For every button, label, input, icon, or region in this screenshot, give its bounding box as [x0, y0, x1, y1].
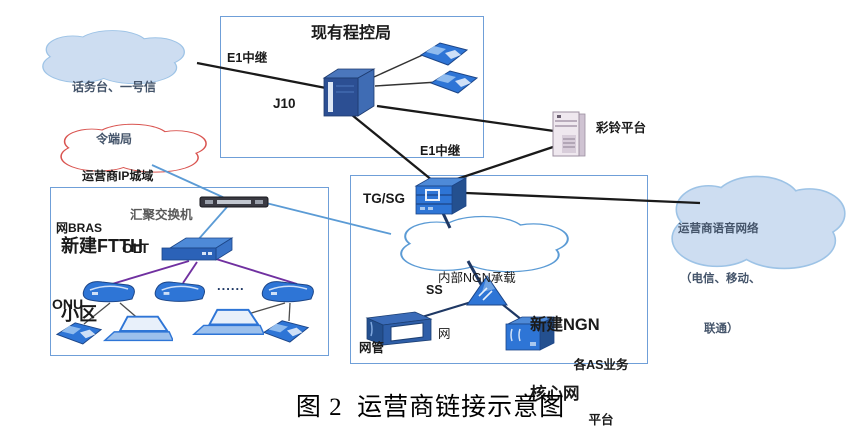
aggregation-switch-icon	[199, 196, 269, 208]
ngn-bearer-cloud	[400, 215, 569, 273]
onu-icon	[82, 281, 135, 303]
link-onu1-to-phone	[83, 302, 111, 325]
ss-softswitch-icon	[466, 275, 508, 306]
link-onu3-to-phone	[288, 302, 291, 322]
subscriber-phone-icon	[55, 322, 103, 345]
operator-console-cloud	[42, 30, 185, 85]
crbt-platform-label: 彩铃平台	[596, 121, 647, 135]
figure-caption: 图 2 运营商链接示意图	[295, 394, 566, 421]
ip-man-bras-cloud-text: 运营商IP城域 网BRAS	[56, 168, 154, 235]
laptop-icon	[191, 308, 264, 335]
link-bras-to-aggswitch	[151, 164, 228, 200]
operator-console-cloud-text: 话务台、一号信 令端局	[71, 79, 156, 146]
link-olt-to-onu2	[182, 261, 198, 284]
onu-icon	[261, 281, 314, 303]
olt-switch-icon	[161, 237, 234, 261]
j10-switch-icon	[322, 68, 376, 117]
ss-label: SS	[426, 283, 443, 297]
onu-icon	[154, 281, 205, 302]
link-j10-to-tgsg-e1	[351, 114, 439, 186]
phone-icon	[429, 70, 479, 94]
phone-icon	[419, 42, 469, 66]
link-j10-to-phone2	[374, 81, 439, 87]
e1-trunk-right-label: E1中继	[420, 144, 461, 158]
ip-man-bras-cloud	[60, 123, 207, 173]
link-olt-to-onu1	[111, 260, 190, 285]
link-tgsg-to-voice-cloud	[465, 191, 701, 205]
olt-label: OLT	[122, 240, 149, 256]
pstn-office-title: 现有程控局	[310, 25, 391, 42]
pstn-office-box	[220, 16, 484, 158]
link-j10-to-phone1	[373, 52, 428, 78]
ngn-core-box	[350, 175, 648, 364]
link-aggswitch-to-ngn-cloud	[265, 202, 392, 235]
voice-network-cloud	[671, 175, 846, 270]
link-aggswitch-to-olt	[196, 206, 228, 242]
ftth-box	[50, 187, 329, 356]
onu-ellipsis: ......	[217, 278, 245, 293]
e1-trunk-left-label: E1中继	[227, 51, 268, 65]
voice-network-cloud-text: 运营商语音网络 （电信、移动、 联通）	[678, 223, 761, 336]
link-j10-to-crbt	[376, 104, 555, 133]
tg-sg-gateway-icon	[414, 177, 468, 215]
laptop-icon	[102, 315, 173, 342]
ngn-bearer-cloud-text: 内部NGN承载 网	[438, 270, 516, 341]
onu-label: ONU	[52, 296, 84, 312]
nms-workstation-icon	[365, 311, 433, 346]
aggregation-switch-label: 汇聚交换机	[130, 208, 193, 222]
link-tgsg-to-crbt	[447, 144, 557, 184]
as-platform-label: 各AS业务 平台	[573, 358, 629, 427]
link-olt-to-onu3	[215, 258, 298, 285]
tg-sg-label: TG/SG	[363, 191, 406, 206]
link-ngn-cloud-to-ss	[466, 260, 484, 287]
crbt-server-icon	[552, 111, 586, 157]
j10-label: J10	[273, 96, 296, 111]
subscriber-phone-icon	[262, 320, 310, 343]
nms-label: 网管	[359, 341, 385, 355]
link-console-cloud-to-j10	[196, 61, 332, 91]
ngn-core-title: 新建NGN 核心网	[530, 316, 600, 404]
as-platform-server-icon	[505, 316, 555, 351]
ftth-box-title: 新建FTTH 小区	[61, 236, 143, 324]
